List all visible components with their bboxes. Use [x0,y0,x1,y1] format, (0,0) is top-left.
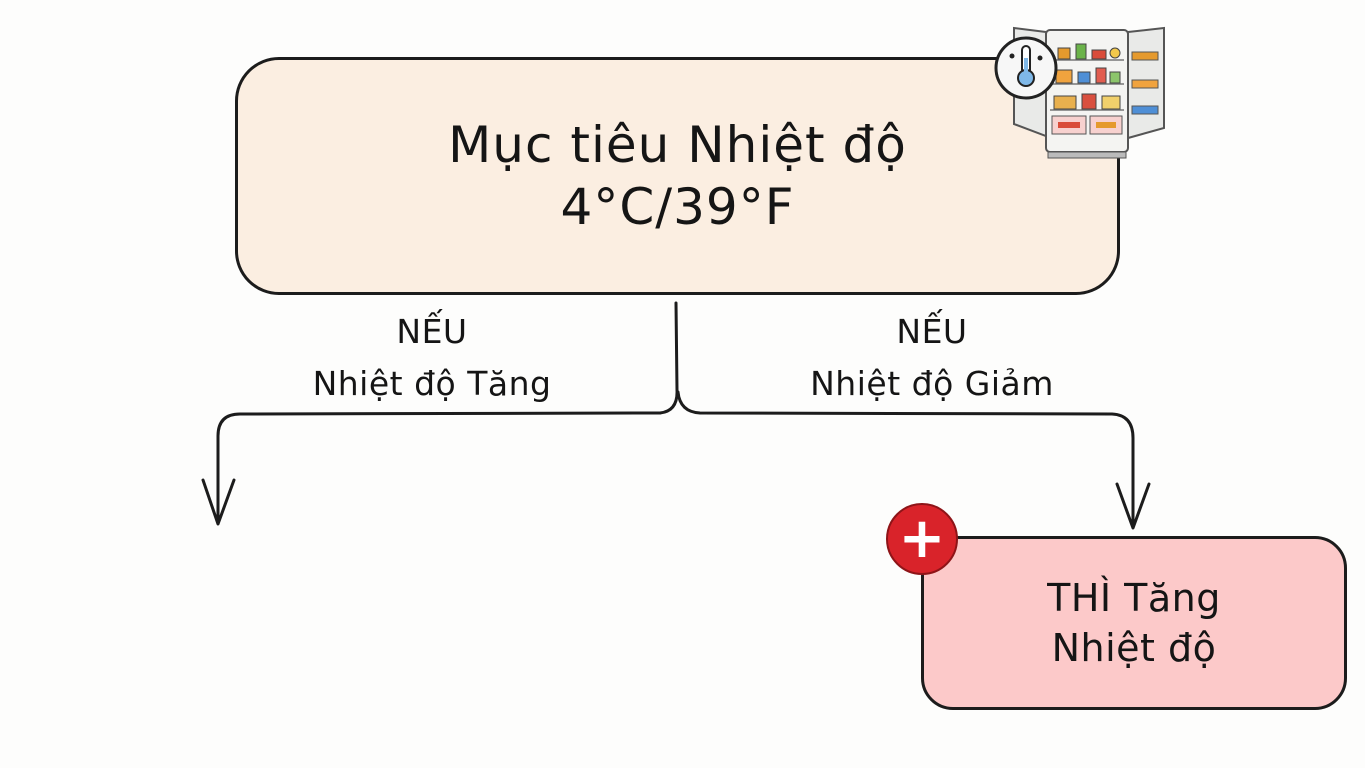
right-condition-keyword: NẾU [896,312,968,351]
right-condition-text: Nhiệt độ Giảm [810,364,1054,403]
connector-trunk [658,301,679,415]
branch-label-left: NẾU Nhiệt độ Tăng [272,306,592,410]
branch-label-right: NẾU Nhiệt độ Giảm [772,306,1092,410]
connector-left-branch [216,411,662,524]
arrowhead-right [1115,482,1151,530]
left-condition-text: Nhiệt độ Tăng [312,364,552,403]
action-line-2: Nhiệt độ [1051,626,1217,670]
connector-right-branch [676,390,1135,528]
left-condition-keyword: NẾU [396,312,468,351]
fridge-thermometer-icon [992,24,1168,160]
goal-value: 4°C/39°F [560,178,795,236]
action-increase-temperature-box: THÌ Tăng Nhiệt độ [921,536,1347,710]
goal-title: Mục tiêu Nhiệt độ [448,116,907,174]
action-line-1: THÌ Tăng [1047,576,1221,620]
plus-icon: + [886,503,958,575]
arrowhead-left [201,478,236,526]
goal-temperature-box: Mục tiêu Nhiệt độ 4°C/39°F [235,57,1120,295]
